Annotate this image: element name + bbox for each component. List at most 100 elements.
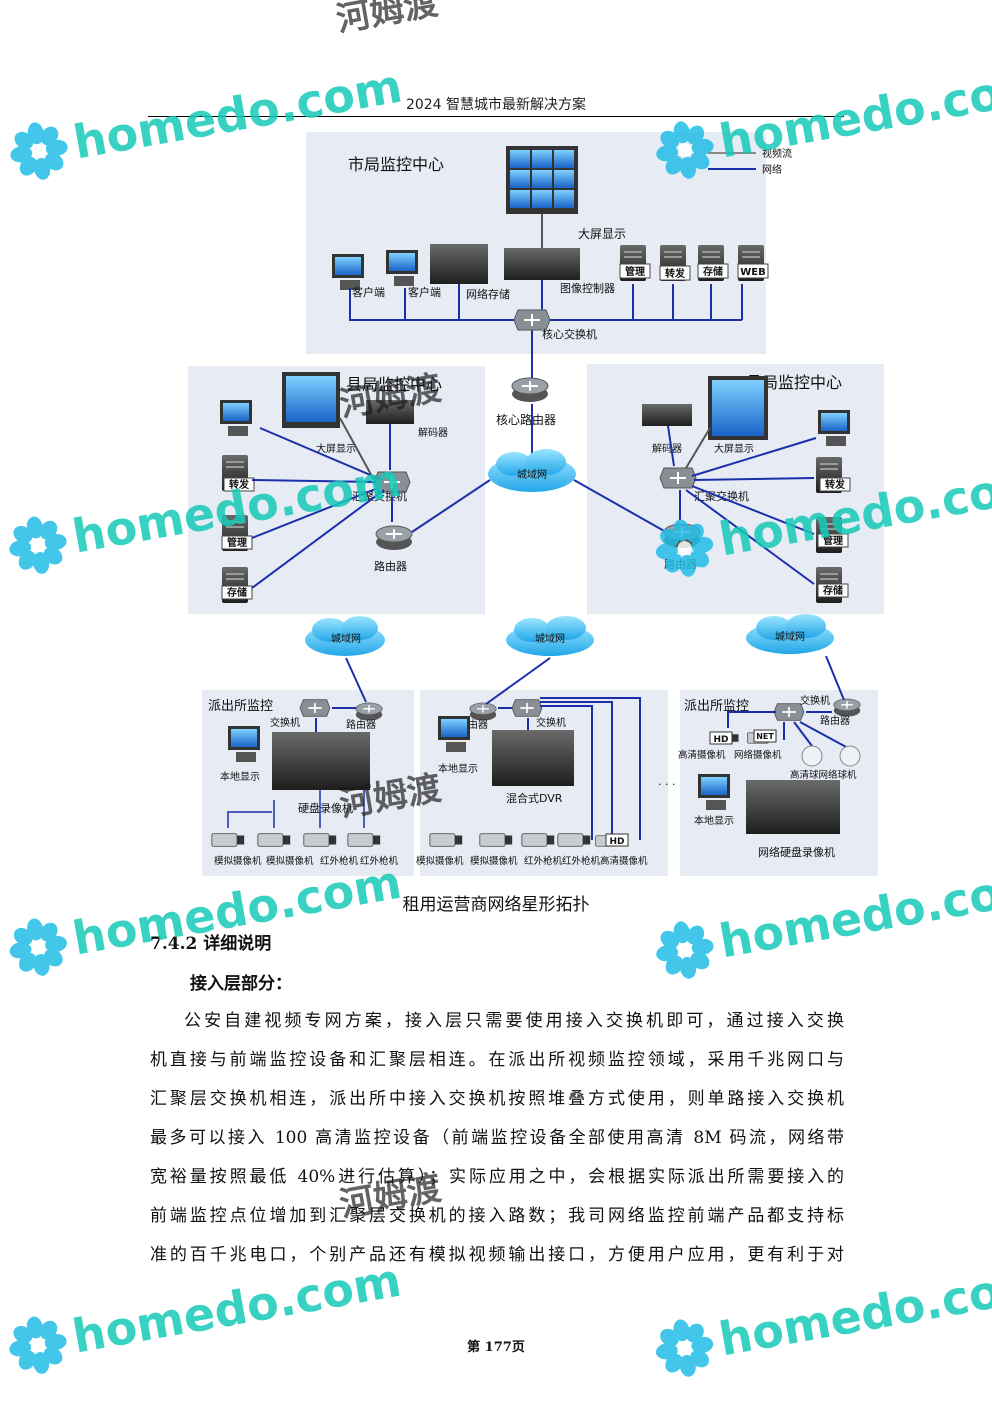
county-left-server-mgmt-label: 管理 [227,536,247,549]
paragraph-line: 前端监控点位增加到汇聚层交换机的接入路数；我司网络监控前端产品都支持标 [150,1206,844,1226]
county-right-video-wall-label: 大屏显示 [714,442,754,455]
county-left-router [375,525,413,551]
county-right-server-storage-label: 存储 [823,584,843,597]
city-video-wall-label: 大屏显示 [578,227,626,241]
station-mid-switch-label: 交换机 [536,716,566,729]
paragraph-line: 公安自建视频专网方案，接入层只需要使用接入交换机即可，通过接入交换 [184,1011,844,1031]
station-left-camera-3-label: 红外枪机 [320,855,359,867]
station-left-recorder-label: 硬盘录像机 [298,801,353,815]
city-server-web-label: WEB [740,267,765,278]
city-storage [430,244,488,284]
station-mid-switch [511,698,543,718]
legend-video-label: 视频流 [762,147,792,160]
station-mid-camera-1-label: 模拟摄像机 [416,855,464,867]
station-mid-camera-3-label: 红外枪机 [524,855,563,867]
city-client-2-label: 客户端 [408,285,441,299]
station-right-net-badge: NET [756,732,774,741]
station-mid-camera-1 [429,833,463,847]
station-left-camera-2 [257,833,291,847]
station-right-hd-badge: HD [713,735,728,745]
station-mid-hybrid-dvr [492,730,574,786]
station-left-recorder [272,732,370,790]
paragraph-line: 宽裕量按照最低 40%进行估算）；实际应用之中，会根据实际派出所需要接入的 [150,1167,844,1187]
legend-network-label: 网络 [762,163,782,176]
city-center-title: 市局监控中心 [348,155,444,174]
station-right-nvr [746,780,840,834]
county-right-lines [667,425,817,585]
section-heading: 7.4.2 详细说明 [150,934,272,954]
city-client-1-label: 客户端 [352,285,385,299]
station-mid-camera-3 [521,833,555,847]
county-left-lines [251,417,393,589]
station-right-router [833,698,861,718]
county-left-switch [373,471,411,493]
wan-left-label: 城域网 [331,632,361,645]
station-right-switch-label: 交换机 [800,694,830,707]
county-left-server-forward-label: 转发 [229,478,250,491]
county-left-video-wall-label: 大屏显示 [316,442,356,455]
station-right-dome-hd [801,745,823,767]
county-left-decoder-label: 解码器 [418,426,448,439]
paragraph-line: 汇聚层交换机相连，派出所中接入交换机按照堆叠方式使用，则单路接入交换机 [150,1089,844,1109]
county-right-decoder-label: 解码器 [652,442,682,455]
county-right-router-label: 路由器 [664,557,697,571]
county-left-server-storage-label: 存储 [227,586,247,599]
body-paragraph: 公安自建视频专网方案，接入层只需要使用接入交换机即可，通过接入交换 机直接与前端… [150,1002,844,1275]
station-mid-camera-5-label: 高清摄像机 [600,855,648,867]
header-title: 2024 智慧城市最新解决方案 [405,97,587,113]
station-right-cam-hd-label: 高清摄像机 [678,749,726,761]
county-left-decoder [366,400,414,424]
wan-right-label: 城域网 [775,630,805,643]
station-mid-display-label: 本地显示 [438,762,478,775]
paragraph-line: 机直接与前端监控设备和汇聚层相连。在派出所视频监控领域，采用千兆网口与 [150,1050,844,1070]
station-left-camera-1 [211,833,245,847]
city-controller-label: 图像控制器 [560,281,615,295]
city-server-storage-label: 存储 [703,265,723,278]
city-server-mgmt-label: 管理 [625,265,645,278]
city-server-forward-label: 转发 [665,267,686,280]
station-right-router-label: 路由器 [820,714,850,727]
station-mid-hd-badge: HD [609,837,624,847]
station-left-camera-4 [347,833,381,847]
station-mid-router [469,702,497,722]
station-mid-camera-4-label: 红外枪机 [562,855,601,867]
core-router [511,377,549,403]
station-left-camera-2-label: 模拟摄像机 [266,855,314,867]
county-right-server-mgmt-label: 管理 [823,534,843,547]
station-left-title: 派出所监控 [208,699,273,714]
subheading-access-layer: 接入层部分： [190,974,292,994]
station-mid-camera-2-label: 模拟摄像机 [470,855,518,867]
wan-center-cloud [488,449,576,492]
city-core-switch-label: 核心交换机 [542,327,597,341]
station-right-cam-net-label: 网络摄像机 [734,749,782,761]
header-rule [148,116,844,117]
wan-right-cloud [746,614,834,654]
county-right-switch [659,467,697,489]
network-topology-diagram: 市局监控中心 视频流 网络 大屏显示 客户端 客户端 网络存储 图像控制器 管理… [188,132,884,876]
station-right-dome-net [839,745,861,767]
station-mid-recorder-label: 混合式DVR [506,791,563,805]
station-right-title: 派出所监控 [684,699,749,714]
paragraph-line: 准的百千兆电口，个别产品还有模拟视频输出接口，方便用户应用，更有利于对 [150,1245,844,1265]
county-right-title: 县局监控中心 [746,373,842,392]
county-left-router-label: 路由器 [374,559,407,573]
station-left-camera-3 [303,833,337,847]
page-number: 第 177页 [467,1340,525,1355]
paragraph-line: 最多可以接入 100 高清监控设备（前端监控设备全部使用高清 8M 码流，网络带 [150,1128,844,1148]
wan-mid-label: 城域网 [535,632,565,645]
figure-caption: 租用运营商网络星形拓扑 [402,895,590,915]
station-mid-camera-2 [479,833,513,847]
station-left-display-label: 本地显示 [220,770,260,783]
wan-left-cloud [305,616,385,656]
county-left-title: 县局监控中心 [346,375,442,394]
city-image-controller [504,248,580,280]
station-left-router-label: 路由器 [346,718,376,731]
city-storage-label: 网络存储 [466,287,510,301]
station-right-dome-label: 高清球网络球机 [790,769,857,781]
station-right-recorder-label: 网络硬盘录像机 [758,845,835,859]
county-right-server-forward-label: 转发 [825,478,846,491]
station-left-switch [299,698,331,718]
station-left-camera-1-label: 模拟摄像机 [214,855,262,867]
station-right-display-label: 本地显示 [694,814,734,827]
station-left-switch-label: 交换机 [270,716,300,729]
